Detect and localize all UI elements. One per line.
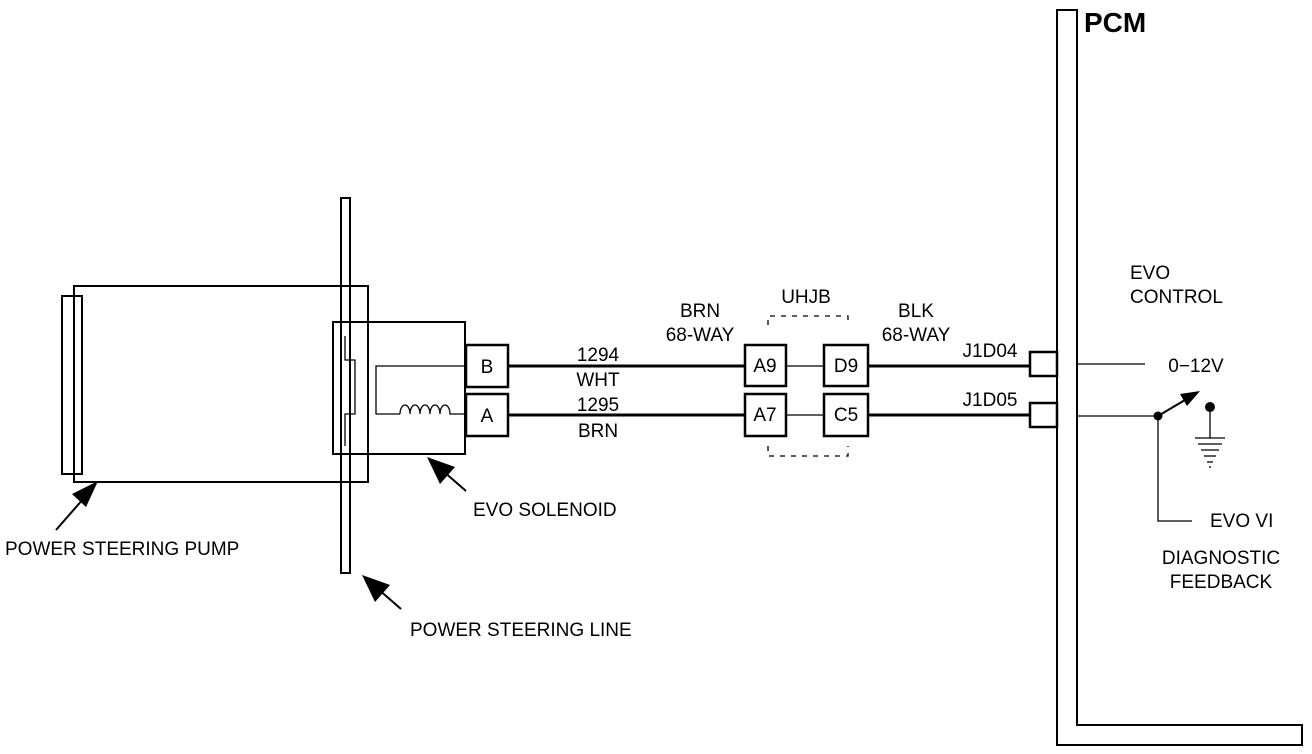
uhjb-pin-c5-box: [822, 392, 870, 438]
uhjb-pin-d9: D9: [834, 356, 858, 377]
pcm-title: PCM: [1084, 7, 1146, 38]
pcm-terminal-bottom: [1028, 401, 1059, 429]
line-label: POWER STEERING LINE: [410, 620, 632, 641]
uhjb-pin-a9: A9: [753, 356, 776, 377]
wire-bottom-circuit: 1295: [577, 395, 619, 416]
power-steering-line: [340, 197, 351, 574]
uhjb-pin-a7: A7: [753, 405, 776, 426]
connector-right-type: 68-WAY: [882, 325, 951, 346]
diagnostic-line2: FEEDBACK: [1170, 572, 1273, 593]
solenoid-label: EVO SOLENOID: [473, 500, 617, 521]
pcm-terminals: J1D04 J1D05: [963, 341, 1059, 429]
pcm-pin-bottom: J1D05: [963, 390, 1018, 411]
solenoid-pin-a: A: [481, 406, 494, 427]
evo-switch-circuit: EVO VI DIAGNOSTIC FEEDBACK: [1077, 391, 1280, 593]
uhjb-pin-a7-box: [743, 392, 788, 438]
ground-icon: [1195, 437, 1225, 468]
callout-line: POWER STEERING LINE: [362, 575, 632, 641]
wire-top-circuit: 1294: [577, 345, 620, 366]
solenoid-pin-b-box: [464, 343, 510, 389]
wire-bottom-color: BRN: [578, 421, 618, 442]
evo-control-line2: CONTROL: [1130, 287, 1223, 308]
evo-control-line1: EVO: [1130, 263, 1170, 284]
uhjb-label: UHJB: [781, 287, 831, 308]
evo-solenoid: B A: [332, 321, 510, 455]
pump-label: POWER STEERING PUMP: [5, 539, 239, 560]
pcm-module: PCM: [1056, 7, 1303, 746]
switch-arrow-icon: [1180, 391, 1200, 406]
uhjb-pin-d9-box: [822, 343, 870, 388]
line-arrow-icon: [362, 575, 390, 602]
uhjb-pin-c5: C5: [834, 405, 858, 426]
uhjb-pin-a9-box: [743, 343, 788, 388]
evo-vi-label: EVO VI: [1210, 511, 1273, 532]
uhjb-junction-block: UHJB A9 D9 A7 C5: [743, 287, 870, 457]
solenoid-pin-a-box: [464, 392, 510, 438]
connector-left-type: 68-WAY: [666, 325, 735, 346]
solenoid-pin-b: B: [481, 357, 494, 378]
callout-solenoid: EVO SOLENOID: [427, 457, 617, 521]
pcm-pin-top: J1D04: [963, 341, 1018, 362]
evo-control-voltage: 0−12V: [1168, 356, 1224, 377]
solenoid-arrow-icon: [427, 457, 455, 484]
evo-control-circuit: EVO CONTROL 0−12V: [1077, 263, 1224, 377]
connector-left-color: BRN: [680, 301, 720, 322]
wire-top-color: WHT: [576, 370, 620, 391]
solenoid-coil: [399, 404, 466, 415]
callout-pump: POWER STEERING PUMP: [5, 481, 239, 560]
pump-arrow-icon: [72, 481, 98, 507]
diagnostic-line1: DIAGNOSTIC: [1162, 548, 1280, 569]
pcm-terminal-top: [1028, 350, 1059, 378]
power-steering-pump: [61, 285, 369, 483]
connector-right-color: BLK: [898, 301, 934, 322]
